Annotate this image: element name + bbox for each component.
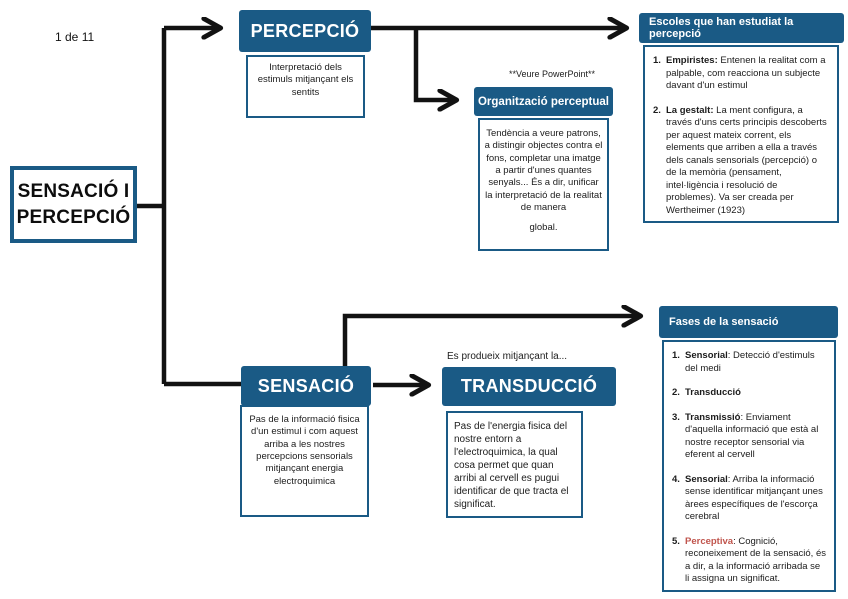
percepcio-description: Interpretació dels estimuls mitjançant e… <box>246 55 365 118</box>
percepcio-header: PERCEPCIÓ <box>240 11 370 51</box>
list-item: 2. Transducció <box>668 387 829 400</box>
page-indicator: 1 de 11 <box>55 30 95 44</box>
list-item: 1. Empiristes: Entenen la realitat com a … <box>649 55 832 93</box>
organitzacio-description-text: Tendència a veure patrons, a distingir o… <box>484 128 603 214</box>
organitzacio-description: Tendència a veure patrons, a distingir o… <box>478 118 609 251</box>
sensacio-header: SENSACIÓ <box>242 367 370 405</box>
fases-header: Fases de la sensació <box>660 307 837 337</box>
transduccio-header: TRANSDUCCIÓ <box>443 368 615 405</box>
list-item-number: 1. <box>672 350 680 361</box>
organitzacio-header: Organització perceptual <box>475 88 612 115</box>
list-item-text: Sensorial: Arriba la informació sense id… <box>685 473 823 523</box>
list-item: 1. Sensorial: Detecció d'estimuls del med… <box>668 350 829 375</box>
veure-powerpoint-note: **Veure PowerPoint** <box>508 69 596 79</box>
list-item-text: Perceptiva: Cognició, reconeixement de l… <box>685 535 826 585</box>
connector-percepcio-to-organitzacio <box>413 28 452 100</box>
fases-list: 1. Sensorial: Detecció d'estimuls del med… <box>662 340 836 592</box>
list-item-text: Transmissió: Enviament d'aquella informa… <box>685 411 819 461</box>
root-title-line2: PERCEPCIÓ <box>16 206 131 228</box>
list-item: 3. Transmissió: Enviament d'aquella infor… <box>668 412 829 462</box>
root-title-line1: SENSACIÓ I <box>17 180 130 202</box>
list-item-number: 2. <box>672 387 680 399</box>
list-item: 5. Perceptiva: Cognició, reconeixement de… <box>668 536 829 586</box>
list-item-text: Transducció <box>685 387 741 399</box>
escoles-list: 1. Empiristes: Entenen la realitat com a … <box>643 45 839 223</box>
list-item-number: 1. <box>653 55 661 66</box>
list-item-text: La gestalt: La ment configura, a través … <box>666 104 827 216</box>
sensacio-description: Pas de la informació fisica d'un estimul… <box>240 405 369 517</box>
transduccio-description: Pas de l'energia fisica del nostre entor… <box>446 411 583 518</box>
escoles-header: Escoles que han estudiat la percepció <box>640 14 843 42</box>
list-item-number: 4. <box>672 473 680 485</box>
transduccio-note: Es produeix mitjançant la... <box>447 351 568 362</box>
root-node-sensacio-i-percepcio: SENSACIÓ I PERCEPCIÓ <box>10 166 137 243</box>
organitzacio-description-last-line: global. <box>529 222 558 234</box>
list-item-text: Empiristes: Entenen la realitat com a pa… <box>666 55 826 92</box>
list-item-number: 2. <box>653 104 661 116</box>
list-item: 2. La gestalt: La ment configura, a travé… <box>649 105 832 218</box>
list-item-number: 3. <box>672 411 680 423</box>
list-item-number: 5. <box>672 535 680 547</box>
list-item-text: Sensorial: Detecció d'estimuls del medi <box>685 350 815 374</box>
list-item: 4. Sensorial: Arriba la informació sense … <box>668 474 829 524</box>
